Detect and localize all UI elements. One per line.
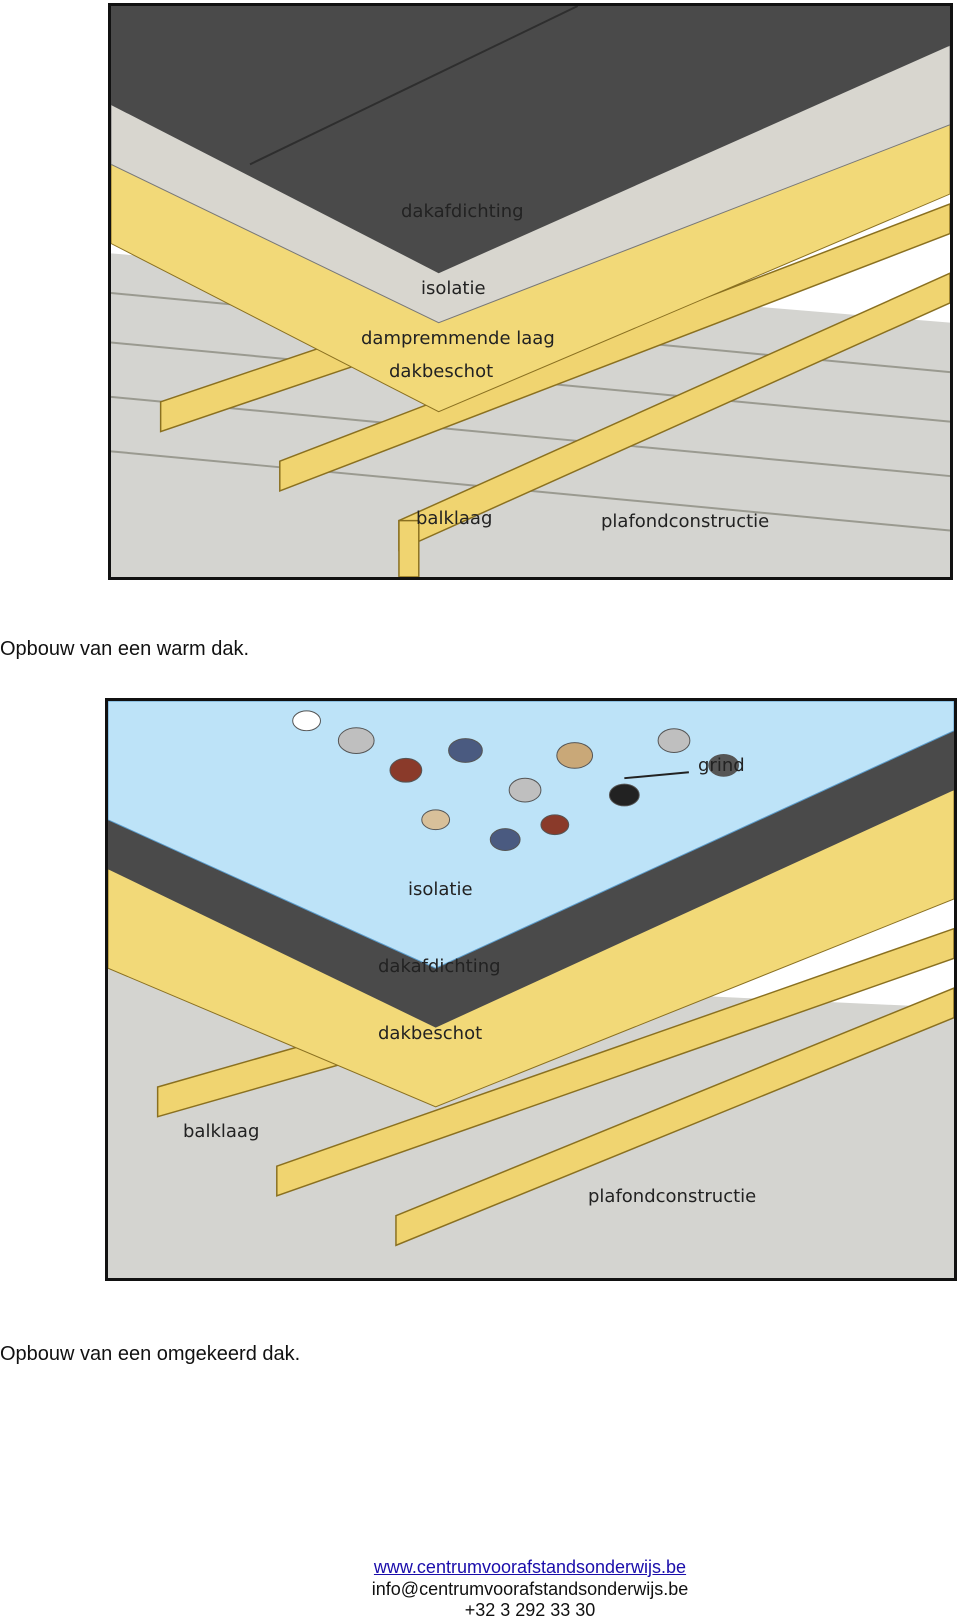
caption-inverted-roof: Opbouw van een omgekeerd dak. [0,1343,301,1365]
warm-roof-drawing [111,6,950,577]
caption-warm-roof: Opbouw van een warm dak. [0,638,250,660]
footer-email: info@centrumvoorafstandsonderwijs.be [371,1579,689,1599]
label-plafondconstructie: plafondconstructie [588,1186,757,1207]
label-balklaag: balklaag [416,508,493,529]
footer-website[interactable]: www.centrumvoorafstandsonderwijs.be [0,1557,960,1578]
label-dakbeschot: dakbeschot [389,361,494,382]
label-dakafdichting: dakafdichting [401,201,524,222]
inverted-roof-illustration: grind isolatie dakafdichting dakbeschot … [105,698,957,1281]
label-dakafdichting: dakafdichting [378,956,501,977]
website-link[interactable]: www.centrumvoorafstandsonderwijs.be [373,1557,687,1577]
inverted-roof-drawing [108,701,954,1278]
label-isolatie: isolatie [421,278,486,299]
label-isolatie: isolatie [408,879,473,900]
label-dampremmende-laag: dampremmende laag [361,328,555,349]
footer-phone: +32 3 292 33 30 [464,1600,596,1620]
warm-roof-illustration: dakafdichting isolatie dampremmende laag… [108,3,953,580]
label-balklaag: balklaag [183,1121,260,1142]
label-plafondconstructie: plafondconstructie [601,511,770,532]
label-grind: grind [698,755,745,776]
label-dakbeschot: dakbeschot [378,1023,483,1044]
